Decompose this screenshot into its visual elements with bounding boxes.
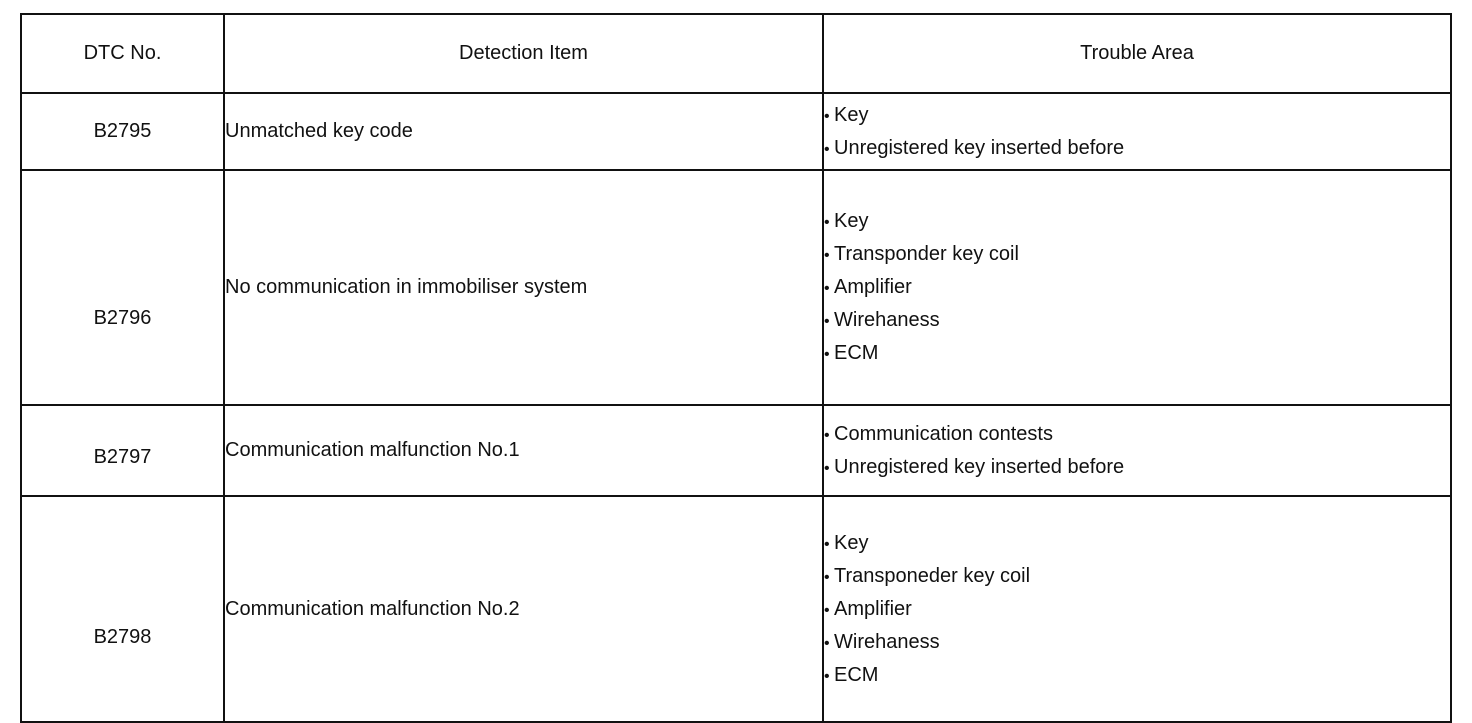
trouble-area-item: •Key [824,205,1450,238]
trouble-area-list: •Key •Transponder key coil •Amplifier •W… [824,205,1450,370]
bullet-icon: • [824,280,830,297]
dtc-code: B2796 [20,169,225,406]
trouble-area-list: •Key •Unregistered key inserted before [824,99,1450,165]
dtc-code: B2798 [20,495,225,723]
header-dtc-no: DTC No. [20,13,225,94]
trouble-area-list: •Key •Transponeder key coil •Amplifier •… [824,527,1450,692]
trouble-area-item: •Wirehaness [824,304,1450,337]
detection-item: Communication malfunction No.1 [223,404,824,497]
detection-item: Communication malfunction No.2 [223,495,824,723]
table-row: B2798 Communication malfunction No.2 •Ke… [20,495,1452,723]
bullet-icon: • [824,313,830,330]
dtc-table: DTC No. Detection Item Trouble Area B279… [20,13,1452,723]
bullet-icon: • [824,107,830,125]
table-row: B2795 Unmatched key code •Key •Unregiste… [20,92,1452,171]
trouble-area-item: •Transponder key coil [824,238,1450,271]
trouble-area: •Communication contests •Unregistered ke… [822,404,1452,497]
bullet-icon: • [824,214,830,231]
dtc-code: B2795 [20,92,225,171]
trouble-area-item: •ECM [824,337,1450,370]
bullet-icon: • [824,535,830,553]
trouble-area-list: •Communication contests •Unregistered ke… [824,418,1450,484]
trouble-area: •Key •Transponeder key coil •Amplifier •… [822,495,1452,723]
bullet-icon: • [824,247,830,264]
table-row: B2796 No communication in immobiliser sy… [20,169,1452,406]
bullet-icon: • [824,568,830,586]
bullet-icon: • [824,667,830,685]
bullet-icon: • [824,601,830,619]
header-detection-item: Detection Item [223,13,824,94]
trouble-area-item: •ECM [824,659,1450,692]
bullet-icon: • [824,459,830,477]
header-trouble-area: Trouble Area [822,13,1452,94]
trouble-area-item: •Wirehaness [824,626,1450,659]
trouble-area-item: •Transponeder key coil [824,560,1450,593]
dtc-code: B2797 [20,404,225,497]
detection-item: Unmatched key code [223,92,824,171]
trouble-area-item: •Unregistered key inserted before [824,451,1450,484]
trouble-area-item: •Unregistered key inserted before [824,132,1450,165]
bullet-icon: • [824,140,830,158]
trouble-area-item: •Key [824,99,1450,132]
table-row: B2797 Communication malfunction No.1 •Co… [20,404,1452,497]
trouble-area-item: •Amplifier [824,593,1450,626]
trouble-area-item: •Communication contests [824,418,1450,451]
bullet-icon: • [824,634,830,652]
trouble-area: •Key •Transponder key coil •Amplifier •W… [822,169,1452,406]
detection-item: No communication in immobiliser system [223,169,824,406]
trouble-area-item: •Key [824,527,1450,560]
trouble-area-item: •Amplifier [824,271,1450,304]
table-header-row: DTC No. Detection Item Trouble Area [20,13,1452,94]
bullet-icon: • [824,426,830,444]
trouble-area: •Key •Unregistered key inserted before [822,92,1452,171]
bullet-icon: • [824,346,830,363]
